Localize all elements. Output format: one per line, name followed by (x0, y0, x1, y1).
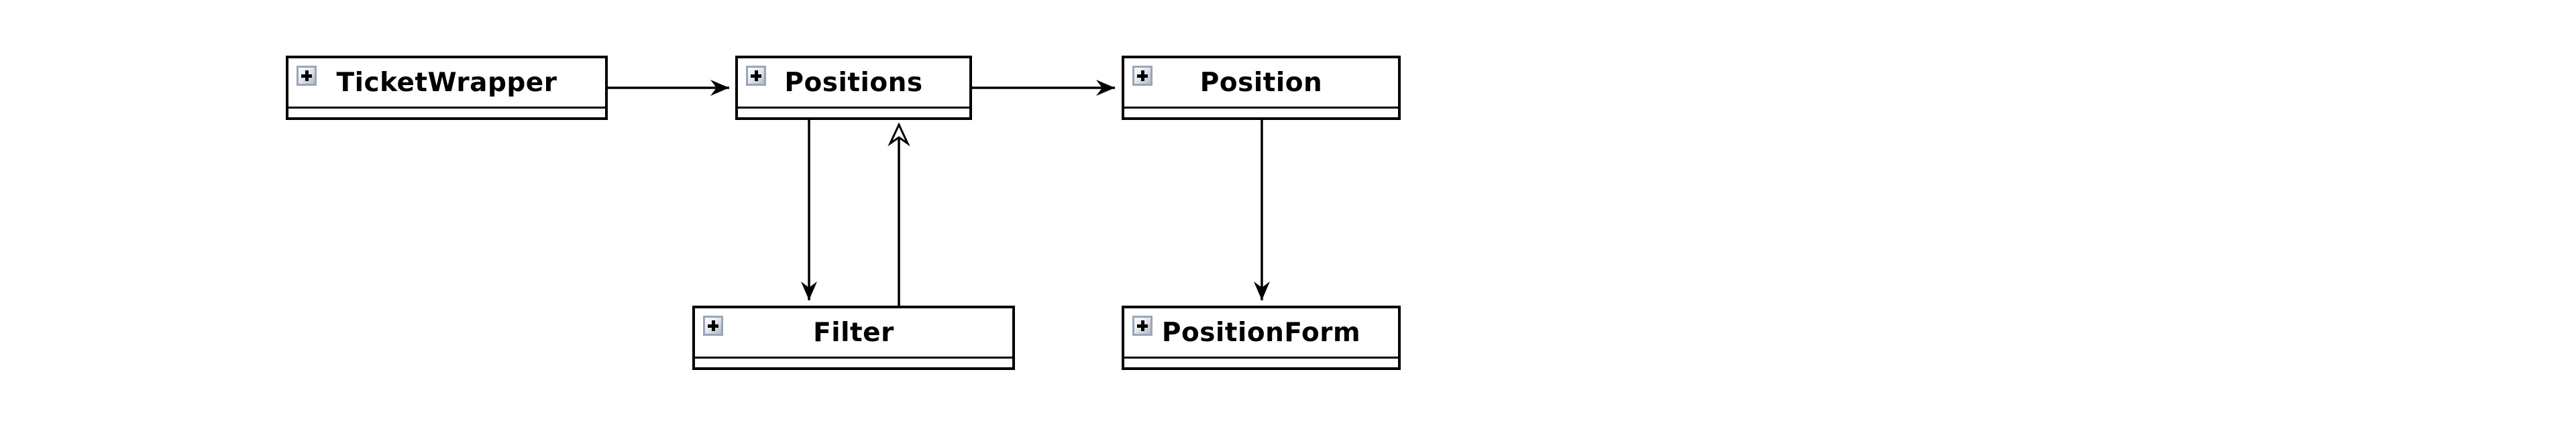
edge-position-positionform (1254, 120, 1270, 300)
expand-plus-icon[interactable] (1132, 316, 1152, 336)
node-footer-compartment (288, 107, 605, 117)
node-positions[interactable]: Positions (735, 56, 972, 120)
node-label: PositionForm (1161, 317, 1361, 348)
plus-icon-bar (711, 320, 715, 331)
node-filter[interactable]: Filter (692, 306, 1015, 370)
expand-plus-icon[interactable] (703, 316, 723, 336)
edge-positions-filter (801, 120, 817, 300)
node-label: Positions (784, 67, 923, 98)
node-label: TicketWrapper (336, 67, 557, 98)
filled-arrowhead-icon (801, 282, 817, 300)
plus-icon-bar (305, 70, 309, 81)
filled-arrowhead-icon (1254, 282, 1270, 300)
expand-plus-icon[interactable] (746, 66, 766, 86)
filled-arrowhead-icon (710, 80, 729, 96)
node-label: Filter (813, 317, 894, 348)
plus-icon-bar (1140, 320, 1144, 331)
node-title-compartment: Filter (695, 308, 1012, 357)
node-footer-compartment (1124, 107, 1398, 117)
expand-plus-icon[interactable] (1132, 66, 1152, 86)
plus-icon-bar (754, 70, 758, 81)
node-title-compartment: PositionForm (1124, 308, 1398, 357)
expand-plus-icon[interactable] (297, 66, 317, 86)
edge-positions-position (972, 80, 1115, 96)
open-arrowhead-icon (888, 122, 910, 147)
edge-filter-positions (888, 122, 910, 306)
filled-arrowhead-icon (1096, 80, 1115, 96)
node-title-compartment: TicketWrapper (288, 58, 605, 107)
node-footer-compartment (738, 107, 969, 117)
node-title-compartment: Positions (738, 58, 969, 107)
node-footer-compartment (695, 357, 1012, 367)
node-ticketwrapper[interactable]: TicketWrapper (286, 56, 608, 120)
node-footer-compartment (1124, 357, 1398, 367)
node-positionform[interactable]: PositionForm (1122, 306, 1401, 370)
plus-icon-bar (1140, 70, 1144, 81)
node-position[interactable]: Position (1122, 56, 1401, 120)
edge-ticketwrapper-positions (608, 80, 729, 96)
node-title-compartment: Position (1124, 58, 1398, 107)
node-label: Position (1199, 67, 1323, 98)
